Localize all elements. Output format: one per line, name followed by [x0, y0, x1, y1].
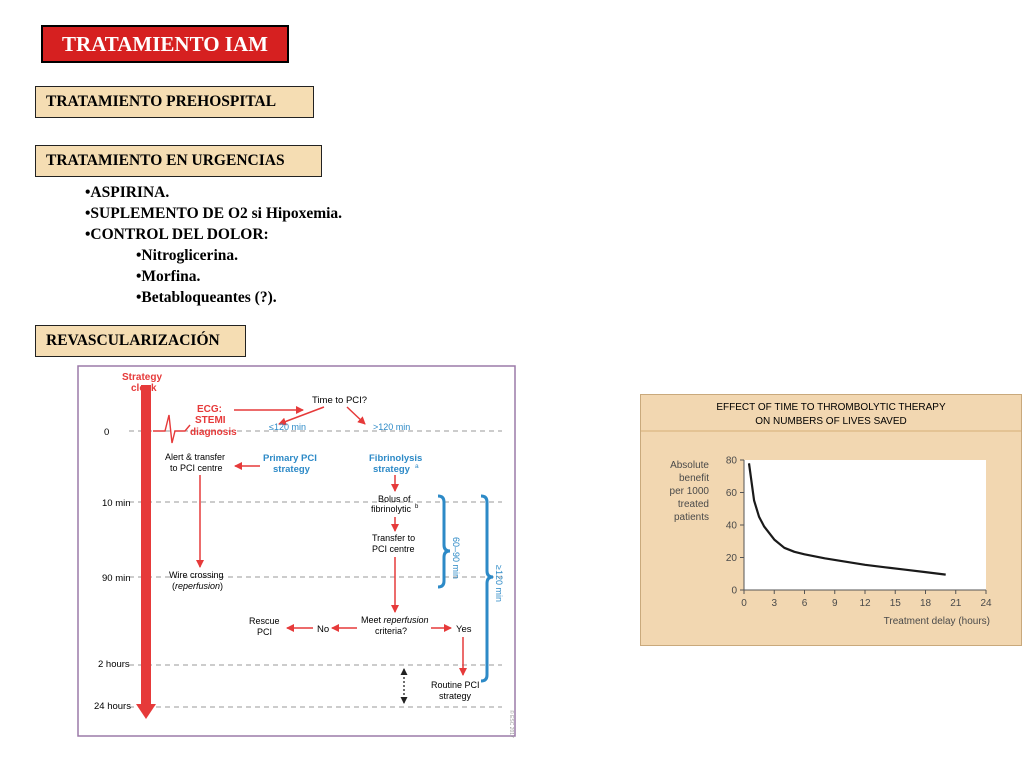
x-tick-label: 18	[920, 598, 932, 609]
bullet-item: •ASPIRINA.	[85, 184, 170, 201]
rescue-pci-label: PCI	[257, 627, 272, 637]
transfer-label: PCI centre	[372, 544, 415, 554]
brace-120	[480, 494, 494, 683]
alert-transfer-label: to PCI centre	[170, 463, 223, 473]
x-tick-label: 12	[859, 598, 871, 609]
plot-area	[744, 460, 986, 590]
strategy-clock-flowchart: 0 10 min 90 min 2 hours 24 hours Strateg…	[77, 365, 516, 738]
arrow	[278, 406, 325, 426]
meet-criteria-label: Meet reperfusion	[361, 615, 429, 625]
fibrinolysis-label: Fibrinolysis	[369, 453, 422, 464]
routine-pci-label: strategy	[439, 691, 472, 701]
footnote-marker: a	[415, 463, 419, 470]
bolus-label: Bolus of	[378, 494, 411, 504]
wire-crossing-label: (reperfusion)	[172, 581, 223, 591]
bolus-label: fibrinolytic	[371, 504, 412, 514]
alert-transfer-label: Alert & transfer	[165, 452, 225, 462]
bullet-subitem: •Betabloqueantes (?).	[136, 289, 277, 306]
primary-pci-label: strategy	[273, 464, 311, 475]
gt120-label: >120 min	[373, 422, 410, 432]
x-tick-label: 21	[950, 598, 962, 609]
svg-text:benefit: benefit	[679, 473, 709, 484]
no-label: No	[317, 624, 329, 635]
time-to-pci-label: Time to PCI?	[312, 395, 367, 406]
footnote-marker: b	[415, 504, 419, 510]
chart-title: ON NUMBERS OF LIVES SAVED	[755, 416, 907, 427]
arrow	[346, 406, 366, 425]
thrombolytic-effect-chart: EFFECT OF TIME TO THROMBOLYTIC THERAPY O…	[640, 394, 1022, 646]
le120-label: ≤120 min	[269, 422, 306, 432]
bullet-item: •SUPLEMENTO DE O2 si Hipoxemia.	[85, 205, 343, 222]
strategy-clock-bar	[141, 385, 151, 705]
ecg-label: STEMI	[195, 415, 226, 426]
primary-pci-label: Primary PCI	[263, 453, 317, 464]
fibrinolysis-label: strategy	[373, 464, 411, 475]
meet-criteria-label: criteria?	[375, 626, 407, 636]
y-tick-label: 20	[726, 553, 738, 564]
x-axis-label: Treatment delay (hours)	[884, 616, 990, 627]
y-tick-label: 40	[726, 521, 738, 532]
brace-120-label: ≥120 min	[494, 565, 504, 602]
svg-text:patients: patients	[674, 512, 709, 523]
time-label: 90 min	[102, 573, 131, 584]
x-tick-label: 6	[802, 598, 808, 609]
time-label: 10 min	[102, 498, 131, 509]
transfer-label: Transfer to	[372, 533, 415, 543]
x-tick-label: 24	[980, 598, 992, 609]
y-tick-label: 0	[731, 586, 737, 597]
bullet-item: •CONTROL DEL DOLOR:	[85, 226, 269, 243]
y-tick-label: 80	[726, 456, 738, 467]
brace-60-90-label: 60–90 min	[451, 537, 461, 579]
routine-pci-label: Routine PCI	[431, 680, 480, 690]
y-ticks: 0 20 40 60 80	[726, 456, 744, 597]
svg-text:Absolute: Absolute	[670, 460, 709, 471]
section-revascularizacion: REVASCULARIZACIÓN	[35, 325, 246, 357]
x-tick-label: 15	[890, 598, 902, 609]
section-prehospital: TRATAMIENTO PREHOSPITAL	[35, 86, 314, 118]
brace-60-90	[437, 494, 451, 589]
x-tick-label: 9	[832, 598, 838, 609]
time-label: 2 hours	[98, 659, 130, 670]
bullet-subitem: •Nitroglicerina.	[136, 247, 238, 264]
slide-title: TRATAMIENTO IAM	[41, 25, 289, 63]
clock-bar-arrowhead	[136, 704, 156, 719]
rescue-pci-label: Rescue	[249, 616, 280, 626]
time-label: 0	[104, 427, 109, 438]
credit-text: © ESC 2017	[508, 710, 515, 738]
x-ticks: 0 3 6 9 12 15 18 21 24	[741, 590, 992, 609]
time-gridlines	[129, 430, 502, 708]
time-label: 24 hours	[94, 701, 131, 712]
strategy-clock-title: Strategy	[122, 372, 162, 383]
chart-title-divider	[641, 430, 1021, 432]
x-tick-label: 0	[741, 598, 747, 609]
chart-title: EFFECT OF TIME TO THROMBOLYTIC THERAPY	[716, 402, 946, 413]
ecg-label: ECG:	[197, 404, 222, 415]
ecg-trace-icon	[153, 414, 191, 444]
section-urgencias: TRATAMIENTO EN URGENCIAS	[35, 145, 322, 177]
y-axis-label: Absolute benefit per 1000 treated patien…	[670, 460, 710, 523]
wire-crossing-label: Wire crossing	[169, 570, 224, 580]
bullet-subitem: •Morfina.	[136, 268, 201, 285]
series-line	[747, 463, 946, 576]
svg-text:treated: treated	[678, 499, 709, 510]
y-tick-label: 60	[726, 488, 738, 499]
yes-label: Yes	[456, 624, 472, 635]
x-tick-label: 3	[771, 598, 777, 609]
svg-text:per 1000: per 1000	[670, 486, 710, 497]
ecg-label: diagnosis	[190, 427, 237, 438]
